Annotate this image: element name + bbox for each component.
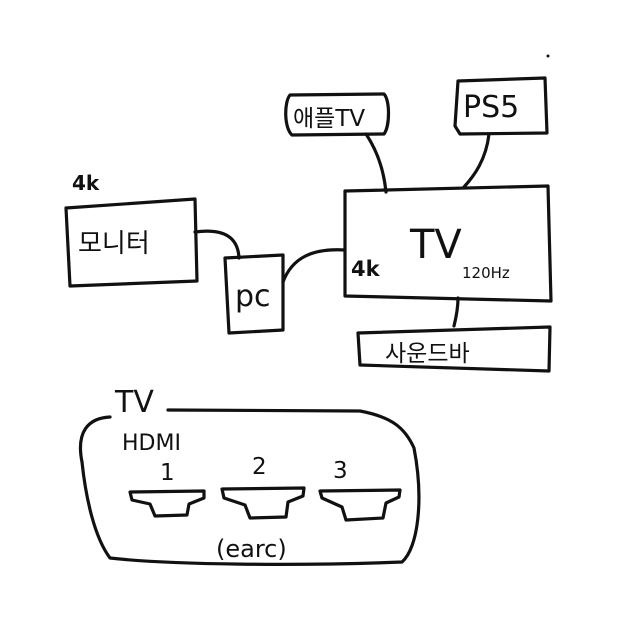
- appletv-tv-cable: [364, 132, 388, 194]
- hdmi-port-1-label: 1: [160, 460, 175, 486]
- tv-box: TV 120Hz 4k: [343, 184, 553, 303]
- pc-label: pc: [235, 279, 271, 314]
- apple-tv-label: 애플TV: [293, 106, 365, 132]
- hdmi-port-2-icon: [220, 486, 306, 520]
- hdmi-panel-title: TV: [114, 385, 154, 420]
- hdmi-port-3-label: 3: [333, 458, 348, 484]
- hdmi-port-3-icon: [318, 488, 402, 522]
- tv-label: TV: [409, 222, 462, 268]
- pc-tv-cable: [281, 248, 347, 284]
- monitor-box: 모니터: [64, 197, 199, 288]
- monitor-label: 모니터: [78, 229, 150, 259]
- hdmi-port-2-label: 2: [252, 454, 267, 480]
- tv-refresh-label: 120Hz: [462, 264, 510, 282]
- monitor-pc-cable: [193, 229, 241, 260]
- apple-tv-box: 애플TV: [284, 92, 391, 137]
- stray-mark: [546, 54, 550, 58]
- hdmi-port-1-icon: [128, 489, 206, 518]
- pc-box: pc: [223, 253, 285, 335]
- soundbar-label: 사운드바: [385, 341, 470, 367]
- soundbar-box: 사운드바: [356, 325, 552, 373]
- monitor-resolution-label: 4k: [72, 171, 100, 195]
- ps5-box: PS5: [453, 76, 549, 136]
- tv-input-resolution-label: 4k: [351, 257, 381, 281]
- tv-soundbar-cable: [452, 296, 460, 328]
- hdmi-panel-subtitle: HDMI: [122, 431, 181, 456]
- ps5-label: PS5: [463, 90, 519, 125]
- earc-label: (earc): [216, 535, 287, 563]
- ps5-tv-cable: [462, 132, 491, 189]
- hdmi-port-panel: TV HDMI 1 2 3 (earc): [78, 385, 421, 566]
